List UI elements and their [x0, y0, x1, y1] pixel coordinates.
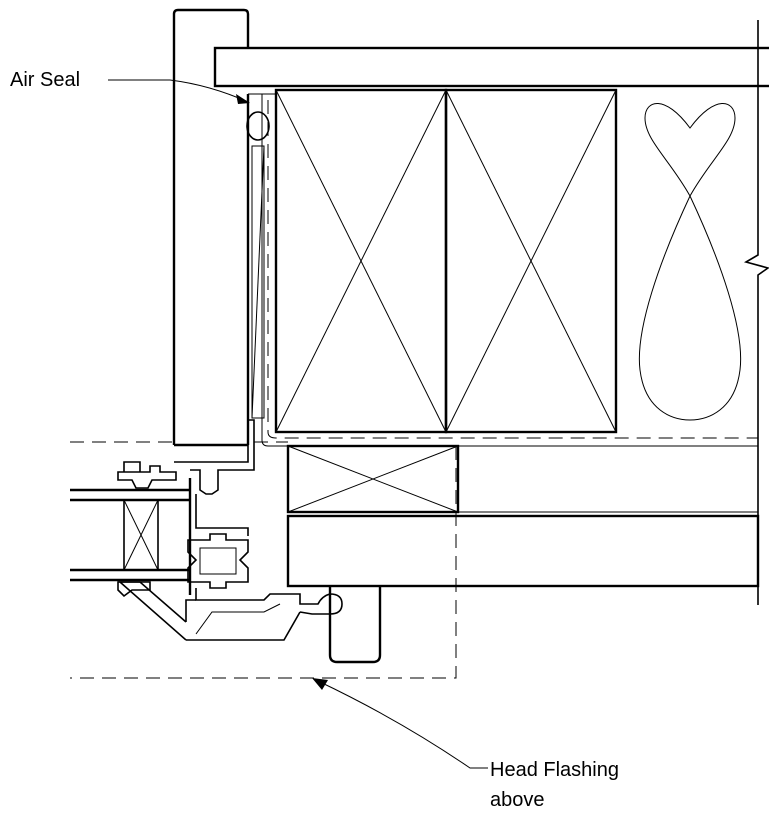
lower-board	[286, 445, 760, 588]
head-flashing-label-line2: above	[490, 789, 545, 811]
window-frame-profile	[117, 419, 343, 641]
air-seal-leader	[108, 79, 250, 104]
membrane-lines	[248, 93, 758, 447]
break-line	[743, 20, 769, 605]
glazing-unit	[70, 478, 192, 595]
header-board-right	[444, 88, 618, 434]
exterior-cladding	[172, 8, 250, 447]
insulation	[615, 90, 742, 432]
blocking	[286, 444, 460, 514]
air-seal-gasket	[246, 111, 270, 419]
header-board-left	[274, 88, 448, 434]
head-flashing-leader	[312, 678, 488, 769]
head-flashing-label: Head Flashing	[490, 759, 619, 781]
air-seal-label: Air Seal	[10, 69, 80, 91]
interior-stop	[328, 586, 382, 664]
top-plate	[213, 46, 769, 88]
head-flashing-outline	[70, 441, 457, 679]
